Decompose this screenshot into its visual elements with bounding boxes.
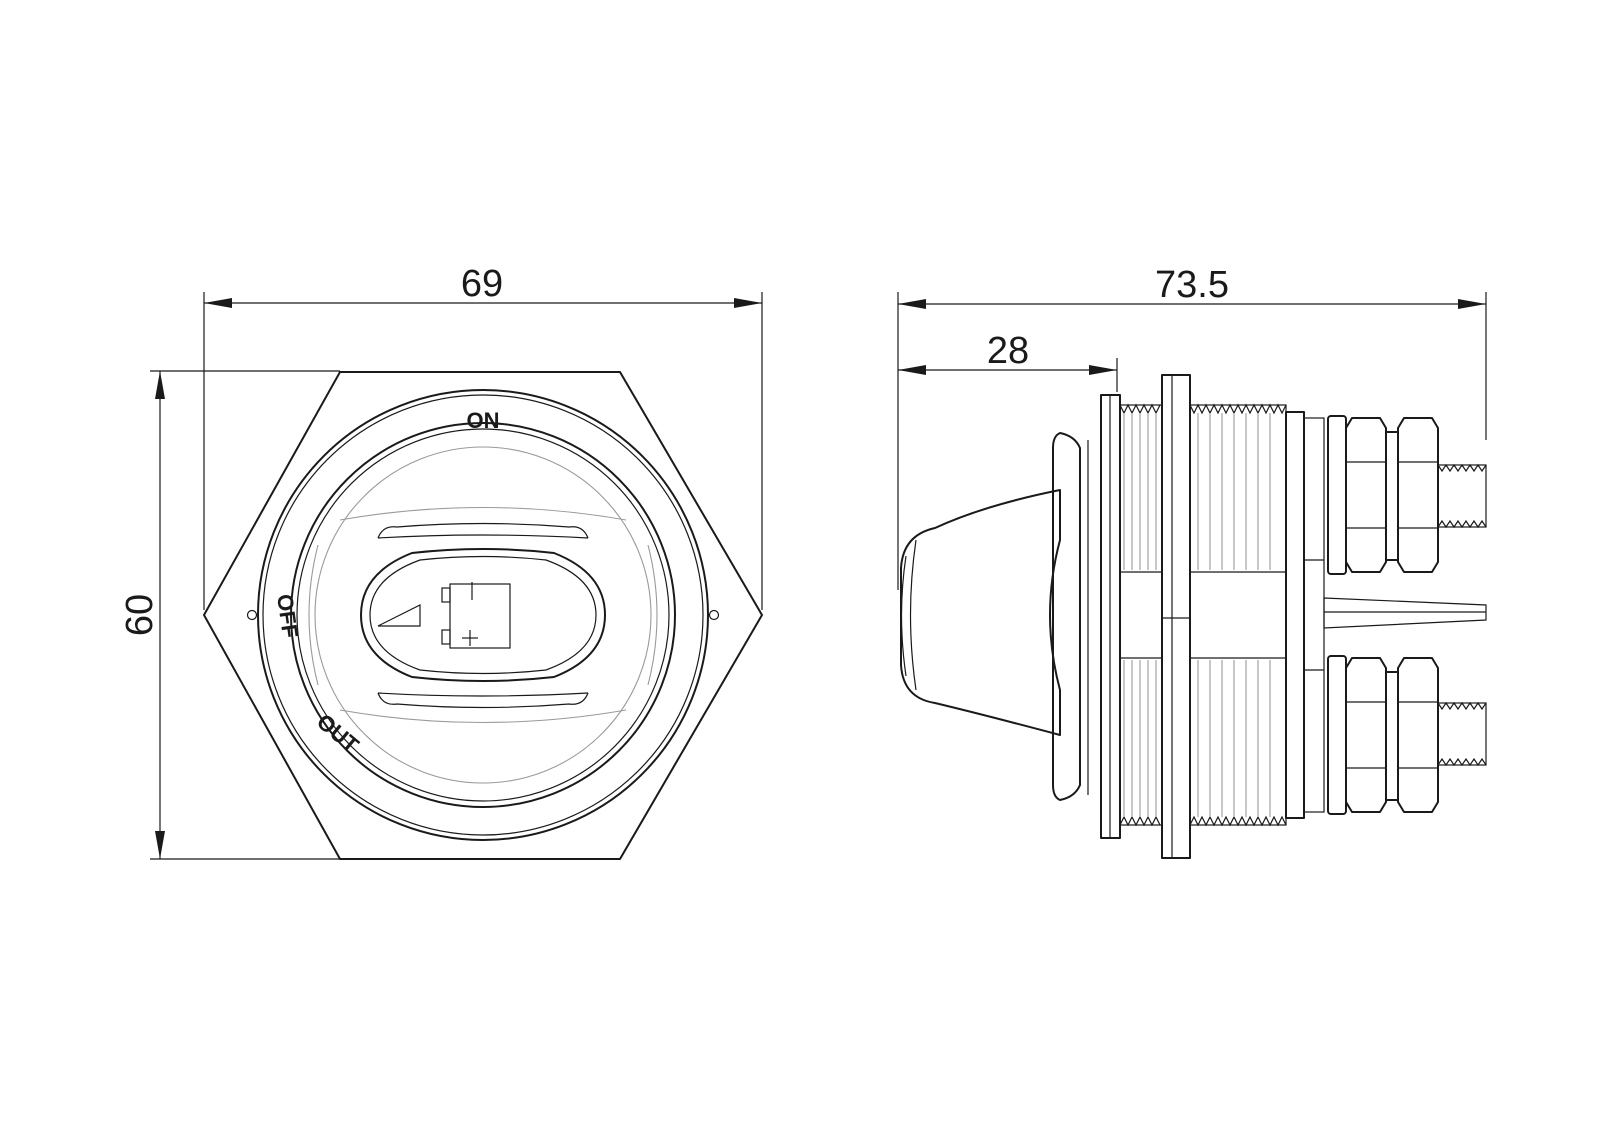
dimension-side-length-label: 73.5 [1155, 264, 1229, 306]
side-knob [900, 489, 1061, 736]
panel-plate [1161, 374, 1191, 859]
dimension-front-height: 60 [119, 371, 165, 859]
terminal-divider [1323, 597, 1487, 629]
terminal-upper [1327, 415, 1487, 575]
knob-bottom-lobe [377, 692, 589, 709]
side-view: 73.5 28 [897, 264, 1487, 859]
knob-base [1052, 432, 1081, 801]
hex-body [203, 371, 763, 860]
outer-ring [257, 389, 709, 841]
dimension-front-width-label: 69 [461, 263, 503, 305]
dimension-front-width: 69 [204, 263, 762, 308]
threaded-body-rear [1189, 403, 1287, 827]
front-view: 69 60 [119, 263, 763, 860]
threaded-body-front [1119, 403, 1163, 827]
dial-label-off: OFF [272, 592, 303, 639]
inner-ring [290, 422, 676, 808]
knob-top-lobe [377, 522, 589, 539]
rear-collar [1285, 411, 1305, 819]
dimension-side-knob-depth-label: 28 [987, 330, 1029, 372]
knob-grip [360, 548, 606, 682]
dimension-side-length: 73.5 [898, 264, 1486, 309]
dial-label-on: ON [467, 408, 500, 433]
battery-icon [441, 582, 511, 649]
dimension-side-knob-depth: 28 [898, 330, 1117, 375]
dimension-front-height-label: 60 [119, 594, 161, 636]
terminal-lower [1327, 655, 1487, 815]
triangle-arrow-icon [377, 604, 421, 627]
